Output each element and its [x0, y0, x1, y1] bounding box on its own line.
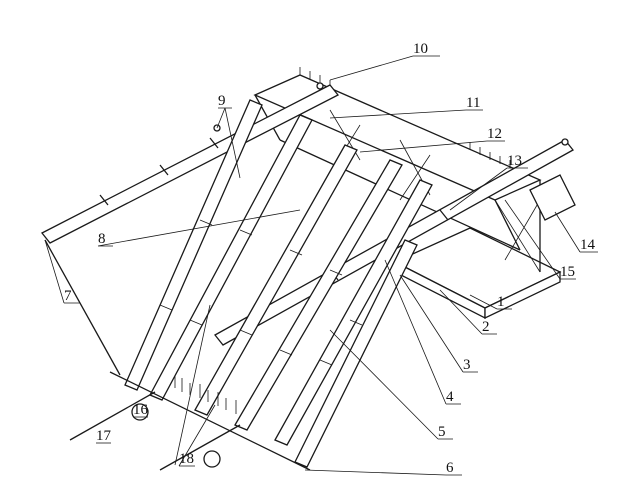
part-labels: 1 2 3 4 5 6 7 8 9 10 11 12 13 14 15 16 1…	[64, 41, 596, 476]
label-8: 8	[98, 231, 106, 247]
wheel	[131, 403, 149, 421]
base-platform	[393, 227, 562, 320]
teeth	[299, 67, 511, 168]
label-13: 13	[507, 153, 522, 169]
label-16: 16	[133, 402, 149, 418]
leader-lines	[44, 55, 598, 476]
label-17: 17	[96, 428, 112, 444]
left-beam	[40, 82, 340, 244]
label-15: 15	[560, 264, 575, 280]
label-1: 1	[497, 294, 505, 310]
bottom-rod	[44, 239, 311, 471]
wheel	[203, 450, 221, 468]
side-cylinder	[529, 174, 576, 221]
label-11: 11	[466, 95, 480, 111]
label-14: 14	[580, 237, 596, 253]
inclined-legs	[124, 99, 433, 468]
label-12: 12	[487, 126, 502, 142]
label-10: 10	[413, 41, 428, 57]
label-9: 9	[218, 93, 226, 109]
label-5: 5	[438, 424, 446, 440]
label-7: 7	[64, 288, 72, 304]
label-4: 4	[446, 389, 454, 405]
label-18: 18	[179, 451, 194, 467]
label-3: 3	[463, 357, 471, 373]
label-2: 2	[482, 319, 490, 335]
label-6: 6	[446, 460, 454, 476]
